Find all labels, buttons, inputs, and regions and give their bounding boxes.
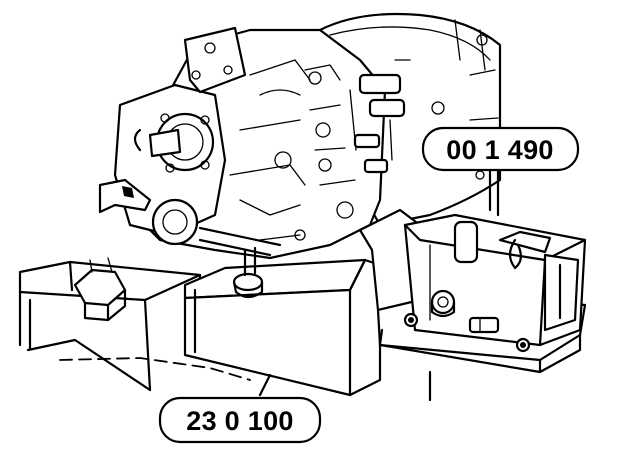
hex-nut	[73, 257, 127, 322]
leader-lines	[258, 166, 500, 402]
holding-fixture	[358, 208, 587, 374]
callout-tool-fixture: 00 1 490	[421, 126, 580, 172]
callout-tool-adapter: 23 0 100	[158, 396, 322, 444]
callout-label-fixture: 00 1 490	[446, 135, 554, 165]
adapter-box	[183, 258, 382, 397]
callout-label-adapter: 23 0 100	[186, 406, 294, 436]
gearbox-housing	[98, 12, 502, 277]
